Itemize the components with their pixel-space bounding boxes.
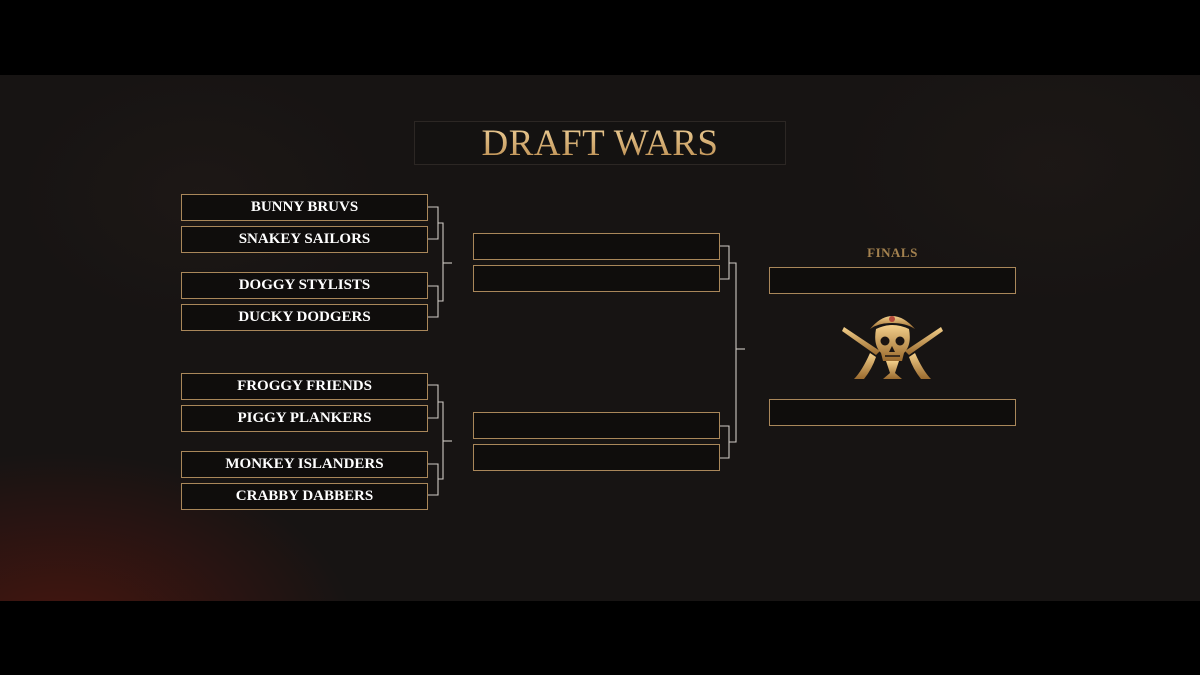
team-slot-ducky-dodgers[interactable]: DUCKY DODGERS [181,304,428,331]
team-slot-doggy-stylists[interactable]: DOGGY STYLISTS [181,272,428,299]
pirate-skull-crossed-swords-icon [842,316,943,379]
team-slot-snakey-sailors[interactable]: SNAKEY SAILORS [181,226,428,253]
semifinal-slot-1[interactable] [473,233,720,260]
semifinal-slot-2[interactable] [473,265,720,292]
bracket-connector-lines [428,206,745,496]
bracket-stage: DRAFT WARS BUNNY BRUVS SNAKEY SAILORS DO… [0,75,1200,601]
finals-slot-1[interactable] [769,267,1016,294]
semifinal-slot-4[interactable] [473,444,720,471]
page-title: DRAFT WARS [481,122,719,164]
team-slot-bunny-bruvs[interactable]: BUNNY BRUVS [181,194,428,221]
finals-slot-2[interactable] [769,399,1016,426]
team-slot-crabby-dabbers[interactable]: CRABBY DABBERS [181,483,428,510]
team-slot-froggy-friends[interactable]: FROGGY FRIENDS [181,373,428,400]
team-slot-monkey-islanders[interactable]: MONKEY ISLANDERS [181,451,428,478]
team-slot-piggy-plankers[interactable]: PIGGY PLANKERS [181,405,428,432]
title-banner: DRAFT WARS [414,121,786,165]
finals-label: FINALS [867,245,918,260]
semifinal-slot-3[interactable] [473,412,720,439]
